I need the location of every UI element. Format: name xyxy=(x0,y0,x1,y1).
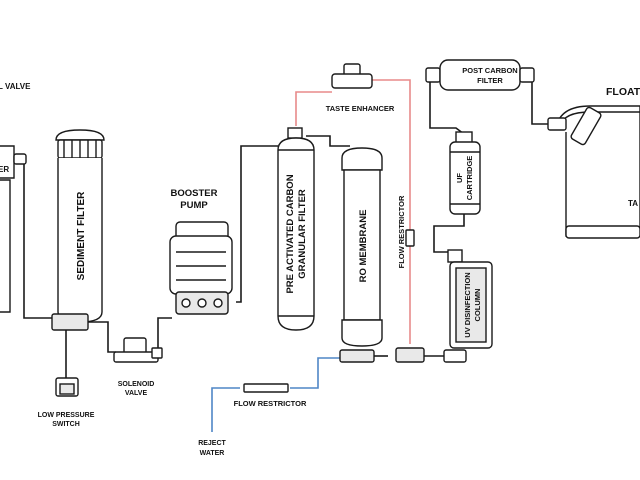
prefilter-label: ER xyxy=(0,165,9,174)
flow-restrictor-horizontal-label: FLOW RESTRICTOR xyxy=(234,399,307,408)
post-carbon-label-2: FILTER xyxy=(477,76,503,85)
inlet-valve-label: L VALVE xyxy=(0,82,31,91)
low-pressure-switch-label-2: SWITCH xyxy=(52,421,80,428)
flow-restrictor-horizontal xyxy=(243,383,289,393)
booster-pump xyxy=(169,221,233,315)
solenoid-valve-label-2: VALVE xyxy=(125,390,148,397)
solenoid-valve xyxy=(113,337,163,363)
float-valve-label: FLOAT xyxy=(606,86,640,98)
taste-enhancer xyxy=(331,63,373,89)
product-tubing xyxy=(295,79,411,344)
float-valve xyxy=(547,106,602,146)
tube-uf-to-uv xyxy=(433,214,465,253)
uv-column-label-2: COLUMN xyxy=(473,289,482,322)
tube-blue-ro xyxy=(290,357,344,389)
carbon-filter xyxy=(277,127,315,331)
tube-prefilter-out xyxy=(23,160,52,319)
tube-to-solenoid xyxy=(86,321,116,353)
uf-cartridge-label-1: UF xyxy=(455,173,464,183)
prefilter-housing xyxy=(0,145,27,313)
booster-pump-label-2: PUMP xyxy=(180,200,208,211)
tube-to-pump xyxy=(157,317,172,352)
ro-membrane-label: RO MEMBRANE xyxy=(358,210,369,283)
uv-column-label-1: UV DISINFECTION xyxy=(463,272,472,337)
taste-enhancer-label: TASTE ENHANCER xyxy=(326,104,395,113)
tube-carbon-to-ro xyxy=(306,135,350,147)
solenoid-valve-label-1: SOLENOID xyxy=(118,381,155,388)
reject-water-label-2: WATER xyxy=(200,450,225,457)
low-pressure-switch xyxy=(55,377,79,397)
tank-label: TA xyxy=(628,199,638,208)
post-carbon-label-1: POST CARBON xyxy=(462,66,517,75)
sediment-filter-label: SEDIMENT FILTER xyxy=(76,191,87,280)
uf-cartridge-label-2: CARTRIDGE xyxy=(465,156,474,201)
ro-membrane xyxy=(339,147,383,363)
reject-water-label-1: REJECT xyxy=(198,440,226,447)
carbon-filter-label-1: PRE ACTIVATED CARBON xyxy=(285,174,296,293)
tube-red-carbon xyxy=(295,91,332,126)
reject-tubing xyxy=(211,357,344,432)
low-pressure-switch-label-1: LOW PRESSURE xyxy=(38,412,95,419)
post-carbon-filter xyxy=(425,59,535,91)
carbon-filter-label-2: GRANULAR FILTER xyxy=(297,189,308,279)
tube-pump-out xyxy=(236,145,278,303)
tube-red-down xyxy=(370,79,411,232)
booster-pump-label-1: BOOSTER xyxy=(171,188,218,199)
flow-restrictor-vertical xyxy=(405,229,415,247)
flow-restrictor-vertical-label: FLOW RESTRICTOR xyxy=(397,195,406,268)
tee-fitting xyxy=(395,347,425,363)
uf-cartridge xyxy=(449,131,481,215)
sediment-filter xyxy=(51,129,105,331)
storage-tank xyxy=(555,105,640,239)
uv-column xyxy=(443,249,493,363)
tube-blue-reject xyxy=(211,387,240,432)
